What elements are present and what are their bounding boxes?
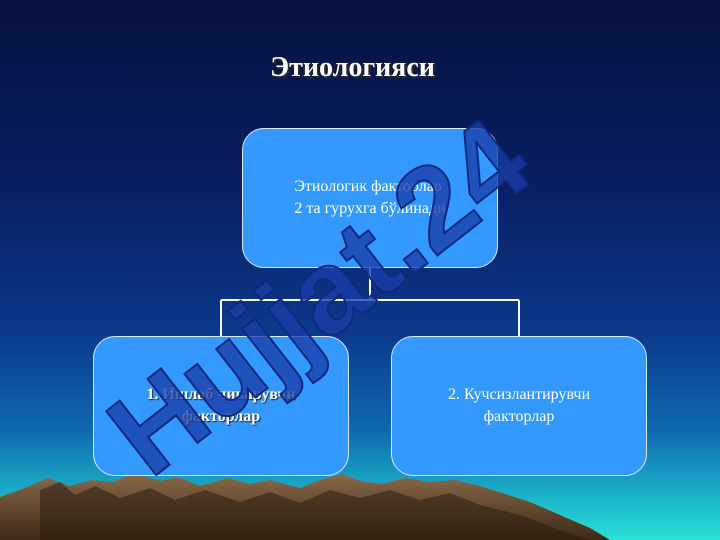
left-node-line1: 1. Ишлаб чикарувчи [146, 386, 296, 403]
child-node-weakening-factors: 2. Кучсизлантирувчи факторлар [391, 336, 647, 476]
root-node: Этиологик факторлар 2 та гурухга бўлинад… [242, 128, 498, 268]
root-node-line2: 2 та гурухга бўлинади [294, 200, 446, 217]
right-node-line1: 2. Кучсизлантирувчи [447, 386, 591, 403]
root-node-text: Этиологик факторлар 2 та гурухга бўлинад… [294, 176, 445, 220]
right-node-line2: факторлар [483, 408, 555, 425]
left-node-line2: факторлар [181, 408, 261, 425]
root-node-line1: Этиологик факторлар [294, 178, 442, 195]
slide-title: Этиологияси [270, 52, 435, 83]
child-node-productive-factors: 1. Ишлаб чикарувчи факторлар [93, 336, 349, 476]
